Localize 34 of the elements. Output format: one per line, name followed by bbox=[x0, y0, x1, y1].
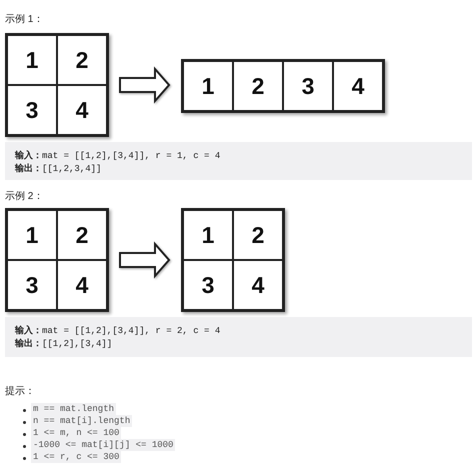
inline-code: 1 <= m, n <= 100 bbox=[31, 427, 122, 439]
matrix-cell: 3 bbox=[7, 260, 57, 310]
inline-code: n == mat[i].length bbox=[31, 415, 132, 427]
matrix-grid bbox=[5, 208, 109, 312]
matrix-grid bbox=[5, 33, 109, 137]
matrix-cell: 4 bbox=[57, 260, 107, 310]
matrix-cell: 2 bbox=[233, 210, 283, 260]
matrix-cell: 3 bbox=[7, 85, 57, 135]
matrix-cell: 4 bbox=[57, 85, 107, 135]
matrix-cell: 3 bbox=[183, 260, 233, 310]
matrix-cell: 1 bbox=[7, 35, 57, 85]
matrix-cell: 1 bbox=[183, 210, 233, 260]
section-heading: 示例 1： bbox=[5, 13, 44, 26]
inline-code: -1000 <= mat[i][j] <= 1000 bbox=[31, 439, 176, 451]
code-line: 输入：mat = [[1,2],[3,4]], r = 2, c = 4 bbox=[15, 324, 220, 337]
code-line: 输出：[[1,2],[3,4]] bbox=[15, 337, 112, 350]
code-line: 输入：mat = [[1,2],[3,4]], r = 1, c = 4 bbox=[15, 149, 220, 162]
matrix-cell: 4 bbox=[233, 260, 283, 310]
matrix-grid bbox=[181, 208, 285, 312]
matrix-cell: 3 bbox=[283, 61, 333, 111]
matrix-cell: 2 bbox=[57, 35, 107, 85]
block-arrow bbox=[119, 241, 170, 279]
inline-code: m == mat.length bbox=[31, 403, 116, 415]
matrix-cell: 1 bbox=[7, 210, 57, 260]
block-arrow bbox=[119, 66, 170, 104]
matrix-cell: 4 bbox=[333, 61, 383, 111]
section-heading: 提示： bbox=[5, 385, 35, 398]
section-heading: 示例 2： bbox=[5, 190, 44, 203]
code-line: 输出：[[1,2,3,4]] bbox=[15, 162, 102, 175]
matrix-cell: 2 bbox=[57, 210, 107, 260]
inline-code: 1 <= r, c <= 300 bbox=[31, 451, 122, 463]
matrix-cell: 2 bbox=[233, 61, 283, 111]
matrix-grid bbox=[181, 59, 385, 113]
matrix-cell: 1 bbox=[183, 61, 233, 111]
